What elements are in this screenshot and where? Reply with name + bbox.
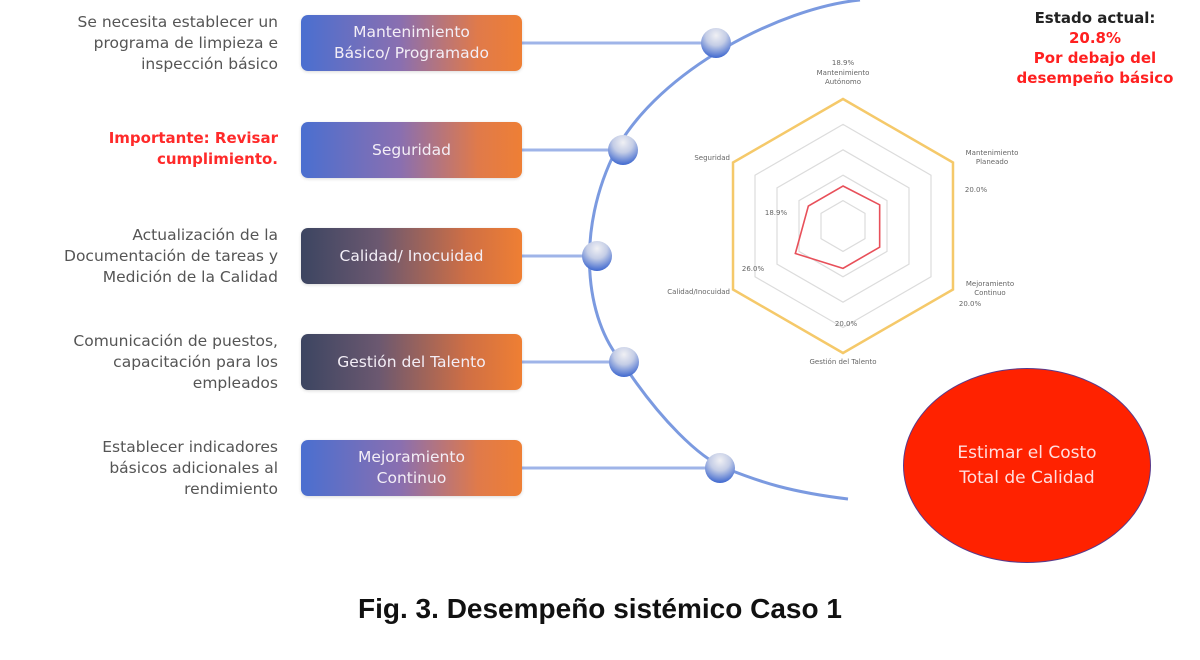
row-description: Se necesita establecer un programa de lim…: [0, 12, 278, 75]
description-line: programa de limpieza e: [93, 33, 278, 52]
radar-axis-label: Calidad/Inocuidad: [667, 288, 730, 296]
status-label: Estado actual:: [1034, 9, 1156, 27]
radar-grid-ring: [820, 199, 866, 253]
radar-axis-label: Autónomo: [825, 78, 861, 86]
row-description: Comunicación de puestos, capacitación par…: [0, 331, 278, 394]
timeline-node: [609, 347, 639, 377]
category-box-label: Gestión del Talento: [337, 352, 486, 371]
current-status: Estado actual: 20.8% Por debajo del dese…: [995, 8, 1195, 88]
timeline-arc: [587, 0, 861, 501]
row-description: Importante: Revisar cumplimiento.: [0, 128, 278, 170]
radar-series: [794, 185, 881, 270]
description-line: inspección básico: [141, 54, 278, 73]
description-line: básicos adicionales al: [109, 458, 278, 477]
category-box-label: Continuo: [376, 469, 447, 487]
category-box-label: Calidad/ Inocuidad: [339, 246, 484, 265]
description-line: Comunicación de puestos,: [73, 331, 278, 350]
radar-axis-label: Continuo: [974, 289, 1005, 297]
action-circle: Estimar el Costo Total de Calidad: [903, 368, 1151, 563]
radar-axis-label: Mejoramiento: [966, 280, 1014, 288]
radar-value-label: 20.0%: [965, 186, 988, 194]
description-line: Documentación de tareas y: [64, 246, 278, 265]
description-line: Importante: Revisar: [108, 129, 278, 147]
description-line: Actualización de la: [132, 225, 278, 244]
category-box-label: Seguridad: [372, 140, 451, 159]
category-box: Gestión del Talento: [301, 334, 522, 390]
radar-axis-label: Mantenimiento: [966, 149, 1019, 157]
radar-outer-ring: [731, 97, 955, 355]
radar-axis-label: Mantenimiento: [817, 69, 870, 77]
category-box-label: Básico/ Programado: [334, 44, 489, 62]
timeline-node: [701, 28, 731, 58]
timeline-node: [608, 135, 638, 165]
status-note-line2: desempeño básico: [1016, 69, 1174, 87]
description-line: Establecer indicadores: [102, 437, 278, 456]
timeline-node: [582, 241, 612, 271]
radar-grid: [731, 97, 955, 355]
status-note-line1: Por debajo del: [1033, 49, 1157, 67]
status-value: 20.8%: [1068, 29, 1122, 47]
description-line: Se necesita establecer un: [77, 12, 278, 31]
radar-grid-ring: [776, 149, 910, 303]
radar-value-label: 20.0%: [959, 300, 982, 308]
radar-axis-label: Seguridad: [694, 154, 730, 162]
action-circle-line2: Total de Calidad: [959, 467, 1095, 488]
radar-value-label: 20.0%: [835, 320, 858, 328]
category-box-label: Mejoramiento: [358, 448, 465, 466]
action-circle-line1: Estimar el Costo: [957, 442, 1097, 463]
category-box: Seguridad: [301, 122, 522, 178]
category-box: Calidad/ Inocuidad: [301, 228, 522, 284]
radar-axis-label: Planeado: [976, 158, 1008, 166]
radar-value-label: 18.9%: [765, 209, 788, 217]
description-line: capacitación para los: [113, 352, 278, 371]
figure-caption: Fig. 3. Desempeño sistémico Caso 1: [358, 593, 842, 624]
radar-axis-label: Gestión del Talento: [809, 358, 876, 366]
row-description: Actualización de la Documentación de tare…: [0, 225, 278, 288]
description-line: rendimiento: [184, 479, 278, 498]
description-line: cumplimiento.: [156, 150, 278, 168]
description-line: Medición de la Calidad: [102, 267, 278, 286]
radar-value-label: 18.9%: [832, 59, 855, 67]
timeline-node: [705, 453, 735, 483]
row-description: Establecer indicadores básicos adicionale…: [0, 437, 278, 500]
radar-grid-ring: [754, 123, 932, 329]
description-line: empleados: [192, 373, 278, 392]
radar-grid-ring: [798, 174, 888, 278]
category-box-label: Mantenimiento: [353, 23, 470, 41]
radar-value-label: 26.0%: [742, 265, 765, 273]
